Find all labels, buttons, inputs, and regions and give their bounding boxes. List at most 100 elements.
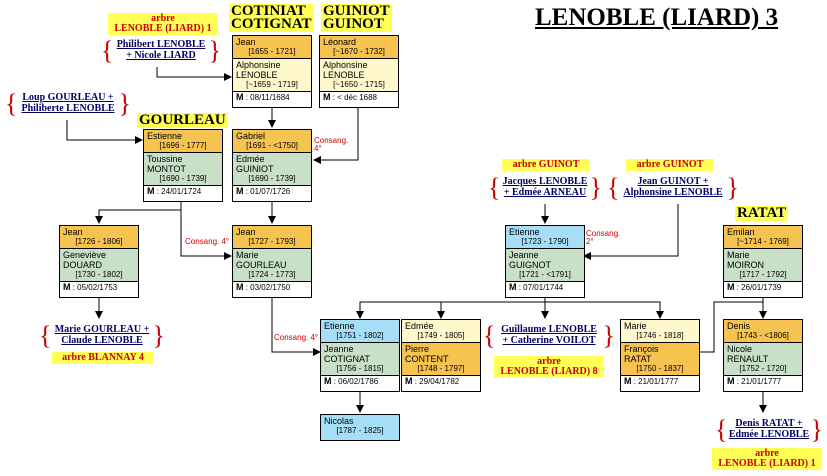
connector <box>583 204 679 260</box>
family-header-ratat: RATAT <box>735 205 789 221</box>
marriage-prefix: M <box>147 186 155 196</box>
spouse-last: LENOBLE <box>236 70 278 80</box>
arbre-tag-guinot[interactable]: arbre GUINOT <box>626 159 714 171</box>
spouse-dates: [1690 - 1739] <box>159 174 207 183</box>
link-line: Jacques LENOBLE <box>502 176 588 187</box>
marriage-prefix: M <box>727 282 735 292</box>
person-name: Emilan <box>727 227 755 237</box>
spouse-dates: [1756 - 1815] <box>336 364 384 373</box>
spouse-first: Nicole <box>727 344 753 354</box>
tag-line: LENOBLE (LIARD) 1 <box>718 458 816 469</box>
family-name: GUINIOT <box>323 3 390 19</box>
person-name: Gabriel <box>236 131 266 141</box>
person-header: Gabriel[1691 - <1750] <box>233 130 311 153</box>
arbre-tag-lenoble-1[interactable]: arbre LENOBLE (LIARD) 1 <box>108 13 218 35</box>
person-header: Estienne[1696 - 1777] <box>144 130 222 153</box>
person-header: Etienne[1751 - 1802] <box>321 320 399 343</box>
person-dates: [1696 - 1777] <box>159 141 207 150</box>
link-marie-claude[interactable]: Marie GOURLEAU + Claude LENOBLE <box>39 324 165 348</box>
spouse-first: Alphonsine <box>236 60 281 70</box>
link-loup-philiberte[interactable]: Loup GOURLEAU + Philiberte LENOBLE <box>5 92 131 116</box>
marriage-line: M : 21/01/1777 <box>621 375 699 387</box>
marriage-line: M : 26/01/1739 <box>724 281 802 293</box>
spouse-last: MOIRON <box>727 260 764 270</box>
link-guillaume-catherine[interactable]: Guillaume LENOBLE + Catherine VOILOT <box>483 324 615 348</box>
marriage-line: M : 07/01/1744 <box>506 281 584 293</box>
person-header: Emilan[~1714 - 1769] <box>724 226 802 249</box>
spouse-first: Edmée <box>236 154 265 164</box>
person-header: Nicolas[1787 - 1825] <box>321 415 399 440</box>
marriage-date: : 05/02/1753 <box>72 283 118 292</box>
marriage-prefix: M <box>323 92 331 102</box>
link-line: Denis RATAT + <box>735 418 803 429</box>
consang-note: Consang. 4° <box>185 237 230 246</box>
person-name: Nicolas <box>324 416 354 426</box>
spouse-last: RATAT <box>624 354 652 364</box>
marriage-prefix: M <box>509 282 517 292</box>
marriage-prefix: M <box>624 376 632 386</box>
connector <box>679 297 764 356</box>
marriage-prefix: M <box>324 376 332 386</box>
spouse-dates: [~1650 - 1715] <box>333 80 385 89</box>
marriage-date: : 24/01/1724 <box>156 187 202 196</box>
marriage-line: M : 05/02/1753 <box>60 281 138 293</box>
spouse-dates: [1730 - 1802] <box>75 270 123 279</box>
person-card-nicolas-1787[interactable]: Nicolas[1787 - 1825] <box>320 414 400 441</box>
marriage-date: : < déc 1688 <box>332 93 377 102</box>
person-name: Denis <box>727 321 751 331</box>
marriage-line: M : 08/11/1684 <box>233 91 311 103</box>
spouse-first: Jeanne <box>509 250 539 260</box>
link-jacques-edmee[interactable]: Jacques LENOBLE + Edmée ARNEAU <box>488 176 602 200</box>
person-header: Etienne[1723 - 1790] <box>506 226 584 249</box>
spouse-dates: [1690 - 1739] <box>248 174 296 183</box>
spouse-dates: [1750 - 1837] <box>636 364 684 373</box>
marriage-date: : 21/01/1777 <box>633 377 679 386</box>
link-line: Philibert LENOBLE <box>116 39 206 50</box>
arbre-tag-lenoble-1[interactable]: arbre LENOBLE (LIARD) 1 <box>712 448 822 470</box>
link-line: Edmée LENOBLE <box>728 429 810 440</box>
arbre-tag-blannay-4[interactable]: arbre BLANNAY 4 <box>52 352 154 364</box>
link-denis-edmee[interactable]: Denis RATAT + Edmée LENOBLE <box>715 418 823 442</box>
family-name: COTINIAT <box>231 3 306 19</box>
spouse-last: LENOBLE <box>323 70 365 80</box>
spouse-first: Pierre <box>405 344 430 354</box>
spouse-first: Jeanne <box>324 344 354 354</box>
connector <box>313 107 359 164</box>
spouse-last: GUIGNOT <box>509 260 551 270</box>
person-header: Denis[1743 - <1806] <box>724 320 802 343</box>
marriage-line: M : 03/02/1750 <box>233 281 311 293</box>
person-dates: [1746 - 1818] <box>636 331 684 340</box>
family-header-gourleau: GOURLEAU <box>137 112 228 128</box>
person-header: Léonard[~1670 - 1732] <box>320 36 398 59</box>
person-dates: [1691 - <1750] <box>246 141 298 150</box>
marriage-date: : 01/07/1726 <box>245 187 291 196</box>
link-philibert-nicole[interactable]: Philibert LENOBLE + Nicole LIARD <box>101 39 221 63</box>
spouse-first: Marie <box>236 250 259 260</box>
link-jean-alphonsine[interactable]: Jean GUINOT + Alphonsine LENOBLE <box>607 176 739 200</box>
connector <box>356 297 546 319</box>
spouse-last: MONTOT <box>147 164 186 174</box>
tag-line: arbre <box>755 448 779 459</box>
link-line: Loup GOURLEAU + <box>22 92 114 103</box>
arbre-tag-guinot[interactable]: arbre GUINOT <box>502 159 590 171</box>
marriage-line: M : 01/07/1726 <box>233 185 311 197</box>
person-dates: [1749 - 1805] <box>417 331 465 340</box>
arbre-tag-lenoble-8[interactable]: arbre LENOBLE (LIARD) 8 <box>494 356 604 378</box>
